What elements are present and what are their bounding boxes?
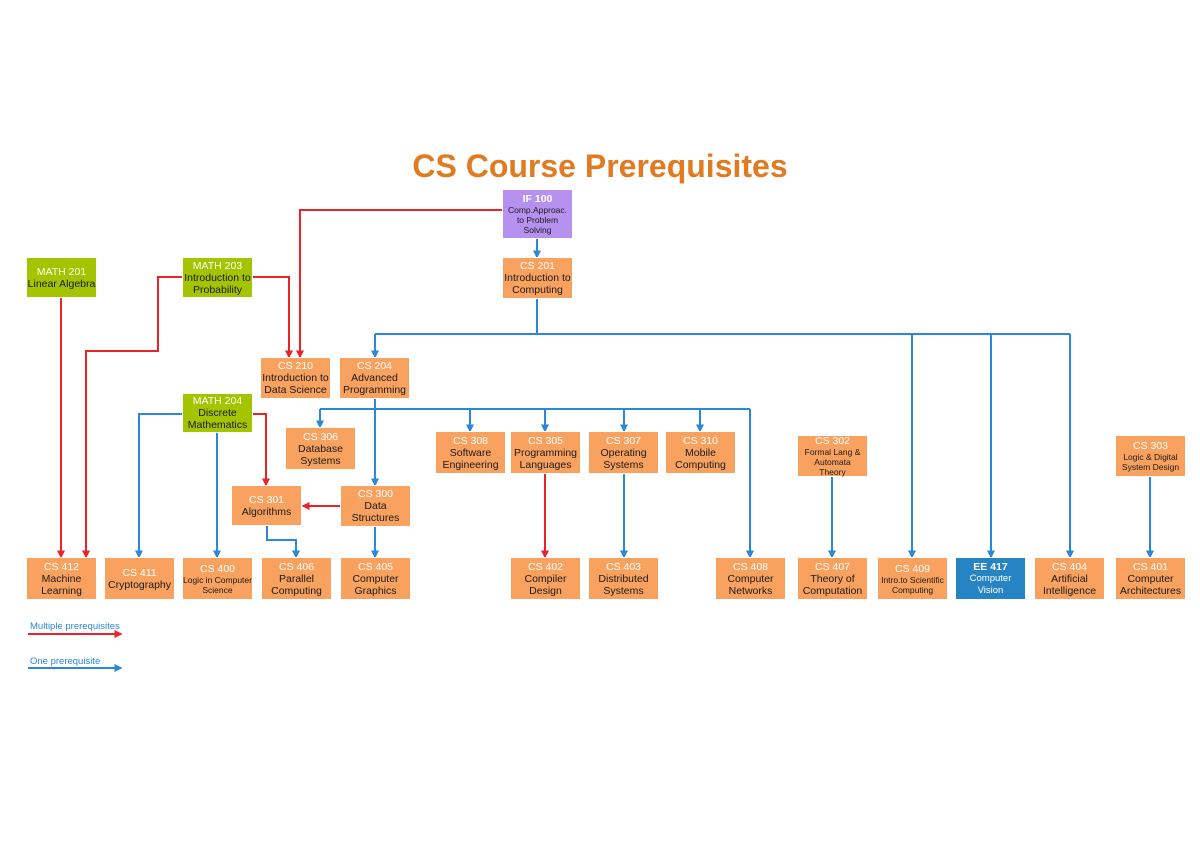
bus-cs204 [320,399,750,410]
arrow-if100-cs210 [296,209,502,359]
course-cs408[interactable]: CS 408 Computer Networks [715,557,786,600]
course-code: MATH 204 [192,395,243,407]
course-code: CS 411 [122,566,157,579]
legend-multiple-label: Multiple prerequisites [30,621,120,632]
arrow-math204-cs411 [135,413,182,559]
course-code: CS 412 [43,560,80,573]
course-cs305[interactable]: CS 305 Programming Languages [510,431,581,474]
arrow-math203-cs412 [82,276,182,559]
course-name: Comp.Approac. to Problem Solving [507,205,568,235]
course-name: Formal Lang & Automata Theory [804,447,861,477]
course-code: CS 403 [605,560,642,573]
bus-cs201 [375,299,1070,335]
course-cs406[interactable]: CS 406 Parallel Computing [261,557,332,600]
course-cs210[interactable]: CS 210 Introduction to Data Science [260,357,331,399]
course-name: Algorithms [241,505,292,518]
course-code: MATH 203 [192,259,243,272]
course-cs403[interactable]: CS 403 Distributed Systems [588,557,659,600]
course-cs204[interactable]: CS 204 Advanced Programming [339,357,410,399]
course-cs300[interactable]: CS 300 Data Structures [340,485,411,527]
course-code: CS 402 [527,560,564,573]
course-code: CS 301 [248,493,285,506]
course-code: IF 100 [522,193,553,205]
course-code: CS 204 [356,360,393,372]
course-cs301[interactable]: CS 301 Algorithms [231,485,302,526]
course-name: Distributed Systems [598,572,649,597]
course-code: CS 308 [452,434,489,447]
course-math201[interactable]: MATH 201 Linear Algebra [26,257,97,298]
course-name: Introduction to Computing [504,272,571,296]
course-name: Intro.to Scientific Computing [881,574,944,595]
course-name: Computer Graphics [352,572,399,597]
course-name: Cryptography [107,578,172,591]
course-name: Software Engineering [442,446,499,471]
course-code: CS 409 [894,562,931,575]
course-code: MATH 201 [36,265,87,278]
course-name: Advanced Programming [342,372,407,396]
course-math203[interactable]: MATH 203 Introduction to Probability [182,257,253,298]
course-code: CS 307 [605,434,642,447]
course-cs306[interactable]: CS 306 Database Systems [285,427,356,470]
course-name: Data Structures [351,500,400,524]
course-name: Logic & Digital System Design [1121,452,1180,472]
course-code: CS 408 [732,560,769,573]
course-cs201[interactable]: CS 201 Introduction to Computing [502,257,573,299]
course-name: Computer Architectures [1119,572,1182,597]
course-code: CS 305 [527,434,564,447]
course-if100[interactable]: IF 100 Comp.Approac. to Problem Solving [502,189,573,239]
course-code: CS 201 [519,260,556,272]
arrow-cs301-cs406 [266,526,300,559]
course-cs310[interactable]: CS 310 Mobile Computing [665,431,736,474]
course-name: Linear Algebra [27,277,96,290]
course-name: Computer Networks [727,572,774,597]
course-name: Logic in Computer Science [183,574,252,595]
course-name: Operating Systems [600,446,647,471]
course-cs405[interactable]: CS 405 Computer Graphics [340,557,411,600]
course-name: Introduction to Probability [184,271,251,296]
course-code: CS 401 [1132,560,1169,573]
course-name: Artificial Intelligence [1042,572,1097,597]
course-cs302[interactable]: CS 302 Formal Lang & Automata Theory [797,435,868,477]
course-cs303[interactable]: CS 303 Logic & Digital System Design [1115,435,1186,477]
page-title: CS Course Prerequisites [412,148,788,184]
course-ee417[interactable]: EE 417 Computer Vision [955,557,1026,600]
course-code: CS 405 [357,560,394,573]
legend-one-label: One prerequisite [30,656,101,667]
arrow-math204-cs301 [253,413,270,487]
course-code: CS 302 [814,435,851,447]
course-code: CS 310 [682,434,719,447]
course-cs400[interactable]: CS 400 Logic in Computer Science [182,557,253,600]
course-name: Compiler Design [524,572,567,597]
course-name: Database Systems [298,442,343,467]
course-name: Mobile Computing [675,446,726,471]
course-name: Introduction to Data Science [262,372,329,396]
course-cs412[interactable]: CS 412 Machine Learning [26,557,97,600]
course-cs411[interactable]: CS 411 Cryptography [104,557,175,600]
course-cs307[interactable]: CS 307 Operating Systems [588,431,659,474]
course-code: EE 417 [973,560,1008,573]
course-code: CS 406 [278,560,315,573]
course-cs409[interactable]: CS 409 Intro.to Scientific Computing [877,557,948,600]
course-cs404[interactable]: CS 404 Artificial Intelligence [1034,557,1105,600]
course-cs401[interactable]: CS 401 Computer Architectures [1115,557,1186,600]
course-code: CS 303 [1132,440,1169,452]
course-code: CS 210 [277,360,314,372]
course-cs402[interactable]: CS 402 Compiler Design [510,557,581,600]
arrow-math203-cs210 [253,276,293,359]
course-code: CS 300 [357,488,394,500]
course-code: CS 306 [302,430,339,443]
course-cs308[interactable]: CS 308 Software Engineering [435,431,506,474]
course-name: Programming Languages [513,446,578,471]
course-code: CS 404 [1051,560,1088,573]
course-code: CS 407 [814,560,851,573]
course-name: Parallel Computing [271,572,322,597]
course-name: Theory of Computation [802,572,863,597]
course-name: Machine Learning [41,572,82,597]
course-math204[interactable]: MATH 204 Discrete Mathematics [182,393,253,433]
course-name: Computer Vision [969,572,1012,596]
course-name: Discrete Mathematics [187,407,248,431]
course-cs407[interactable]: CS 407 Theory of Computation [797,557,868,600]
course-code: CS 400 [199,562,236,575]
